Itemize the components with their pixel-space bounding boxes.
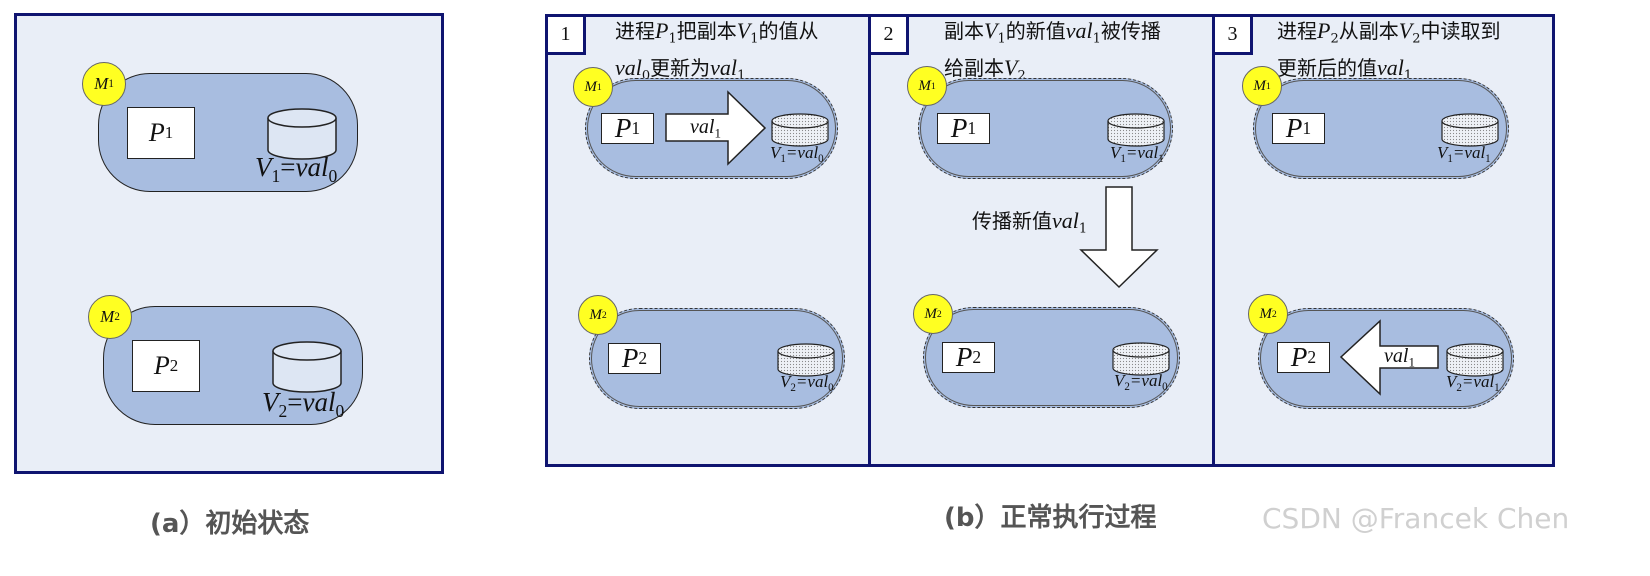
- step-1-replica-v1-value: V1=val0: [770, 143, 824, 165]
- step-2-number: 2: [871, 17, 909, 55]
- caption-b: (b）正常执行过程: [944, 503, 1157, 533]
- step-1-number: 1: [548, 17, 586, 55]
- step-3-arrow-label: val1: [1384, 345, 1415, 370]
- step-3-replica-v2-value: V2=val1: [1446, 372, 1500, 394]
- step-2-propagate-label: 传播新值val1: [972, 208, 1088, 237]
- step-3-replica-v1-value: V1=val1: [1437, 143, 1491, 165]
- step-1-description: 进程P1把副本V1的值从 val0更新为val1: [615, 18, 819, 84]
- step-3-number: 3: [1215, 17, 1253, 55]
- step-1-arrow-label: val1: [690, 116, 721, 141]
- replica-v1-value: V1=val0: [255, 152, 338, 187]
- step-2-replica-v2-value: V2=val0: [1114, 371, 1168, 393]
- step-3-description: 进程P2从副本V2中读取到 更新后的值val1: [1277, 18, 1501, 84]
- watermark: CSDN @Francek Chen: [1262, 502, 1570, 535]
- replica-v2-value: V2=val0: [262, 387, 345, 422]
- divider-2: [1212, 14, 1215, 467]
- step-2-replica-v1-value: V1=val1: [1110, 143, 1164, 165]
- caption-a: (a）初始状态: [150, 509, 310, 539]
- step-2-description: 副本V1的新值val1被传播 给副本V2: [944, 18, 1161, 84]
- step-1-replica-v2-value: V2=val0: [780, 372, 834, 394]
- divider-1: [868, 14, 871, 467]
